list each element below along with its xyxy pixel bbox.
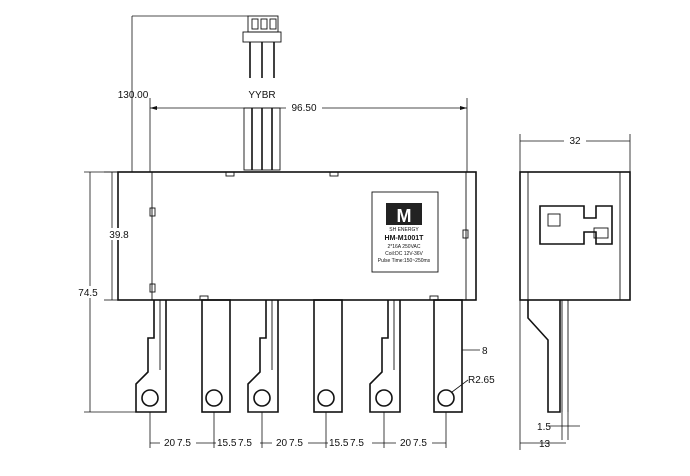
brand-logo xyxy=(386,203,422,225)
terminal-2 xyxy=(201,299,231,413)
dim-body-height-label: 39.8 xyxy=(109,230,129,241)
dim-pitch-label: 7.5 xyxy=(350,438,364,449)
terminal-1 xyxy=(135,300,167,413)
dim-pitch-label: 7.5 xyxy=(289,438,303,449)
dim-terminal-width: 8 xyxy=(462,346,488,357)
nameplate: M SH ENERGY HM-M1001T 2*16A 250VAC Coil:… xyxy=(371,191,439,273)
terminal-6 xyxy=(433,299,463,413)
connector-label: YYBR xyxy=(248,90,275,101)
dim-wire-length: 130.00 xyxy=(118,15,248,172)
spec-line: Pulse Time:150~250ms xyxy=(378,258,431,264)
dim-terminal-thickness-label: 1.5 xyxy=(537,422,551,433)
logo-letter: M xyxy=(397,206,412,226)
dim-pitch-chain: 20 7.5 15.5 7.5 20 7.5 15.5 7.5 20 7.5 xyxy=(149,412,447,449)
side-housing xyxy=(519,171,631,301)
connector-pin-slot xyxy=(251,18,259,30)
dim-overall-height: 74.5 xyxy=(74,171,140,413)
dim-wire-length-label: 130.00 xyxy=(118,90,149,101)
terminal-hole xyxy=(141,389,159,407)
terminal-hole xyxy=(317,389,335,407)
terminal-hole xyxy=(205,389,223,407)
terminal-hole xyxy=(437,389,455,407)
terminal-3 xyxy=(247,300,279,413)
connector-pin-slot xyxy=(269,18,277,30)
terminal-5 xyxy=(369,300,401,413)
spec-line: 2*16A 250VAC xyxy=(388,244,421,250)
dim-body-length: 96.50 xyxy=(149,98,468,172)
dim-pitch-label: 20 xyxy=(400,438,412,449)
model-number: HM-M1001T xyxy=(385,235,425,242)
connector-assembly: YYBR xyxy=(242,15,282,171)
terminals xyxy=(135,299,463,413)
dim-side-width: 32 xyxy=(519,134,631,172)
nameplate-border xyxy=(371,191,439,273)
dim-pitch-label: 7.5 xyxy=(413,438,427,449)
dim-pitch-label: 7.5 xyxy=(238,438,252,449)
terminal-4 xyxy=(313,299,343,413)
dim-pitch-label: 7.5 xyxy=(177,438,191,449)
dim-pitch-label: 20 xyxy=(164,438,176,449)
dim-side-width-label: 32 xyxy=(569,136,581,147)
brand-name: SH ENERGY xyxy=(389,227,419,233)
terminal-hole xyxy=(253,389,271,407)
terminal-hole xyxy=(375,389,393,407)
dim-hole-radius: R2.65 xyxy=(451,375,495,393)
dim-pitch-label: 20 xyxy=(276,438,288,449)
dim-overall-height-label: 74.5 xyxy=(78,288,98,299)
dim-terminal-thickness: 1.5 xyxy=(537,412,580,440)
dim-hole-radius-label: R2.65 xyxy=(468,375,495,386)
connector-collar xyxy=(242,31,282,43)
dim-body-length-label: 96.50 xyxy=(291,103,316,114)
side-latch xyxy=(539,205,613,245)
dim-side-thickness: 13 xyxy=(519,300,566,450)
spec-line: Coil:DC 12V-36V xyxy=(385,251,423,257)
connector-pin-slot xyxy=(260,18,268,30)
dim-pitch-label: 15.5 xyxy=(217,438,237,449)
dim-side-thickness-label: 13 xyxy=(539,439,551,450)
dim-body-height: 39.8 xyxy=(104,171,130,301)
dim-terminal-width-label: 8 xyxy=(482,346,488,357)
side-view xyxy=(519,171,631,413)
side-terminal xyxy=(527,300,561,413)
dim-pitch-label: 15.5 xyxy=(329,438,349,449)
connector-housing xyxy=(247,15,279,33)
